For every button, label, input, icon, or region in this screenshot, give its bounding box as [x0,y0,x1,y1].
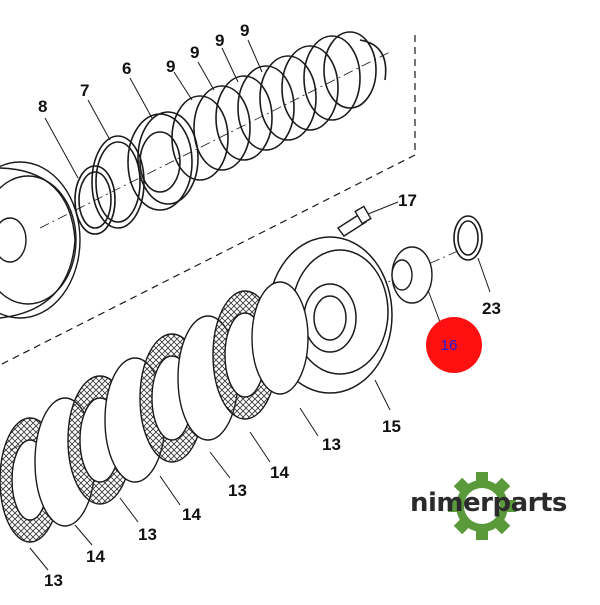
highlight-label: 16 [441,337,458,354]
leader-lines [29,39,491,571]
callout-9b: 9 [190,43,199,62]
callout-8: 8 [38,97,47,116]
callout-13a: 13 [322,435,341,454]
callout-17: 17 [398,191,417,210]
upper-ring-stack [74,31,387,235]
axis-centerline [39,51,391,229]
callout-14b: 14 [182,505,201,524]
callout-14a: 14 [270,463,289,482]
callout-23: 23 [482,299,501,318]
seal-ring [453,215,483,261]
drum-housing [0,161,81,319]
callout-13d: 13 [44,571,63,590]
clutch-plate-stack [0,281,309,543]
callout-7: 7 [80,81,89,100]
callout-13c: 13 [138,525,157,544]
callout-15: 15 [382,417,401,436]
bolt-part [336,205,372,237]
callout-9c: 9 [215,31,224,50]
callout-14c: 14 [86,547,105,566]
callout-13b: 13 [228,481,247,500]
dashed-boundary [0,35,416,366]
callout-9a: 9 [166,57,175,76]
gear-icon [448,472,516,540]
highlight-marker [426,317,482,373]
logo-wordmark: nimerparts [410,488,567,518]
callout-6: 6 [122,59,131,78]
nimerparts-logo: nimerparts [408,470,567,542]
callout-9d: 9 [240,21,249,40]
gear-part [391,246,433,304]
